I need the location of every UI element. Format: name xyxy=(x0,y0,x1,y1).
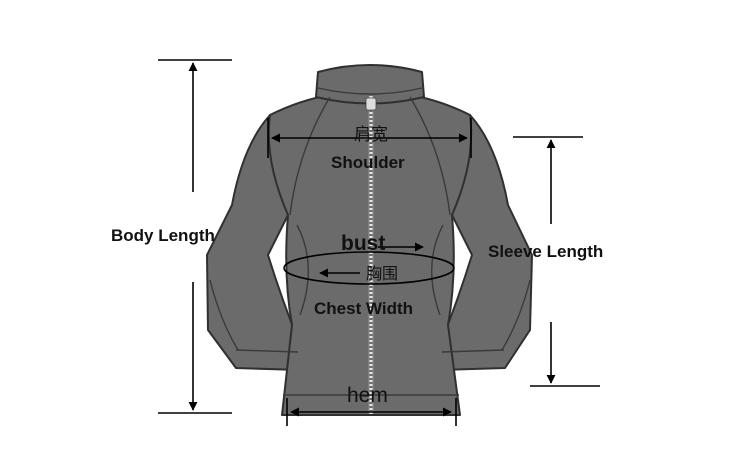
measurement-lines xyxy=(158,59,600,426)
hem-label: hem xyxy=(347,384,388,407)
jacket-illustration xyxy=(206,64,533,416)
shoulder-label: Shoulder xyxy=(331,153,405,172)
jacket-collar xyxy=(315,64,425,105)
shoulder-cn-label: 肩宽 xyxy=(354,125,388,145)
zipper-pull xyxy=(365,97,377,111)
sleeve-length-label: Sleeve Length xyxy=(488,242,604,261)
chest-width-label: Chest Width xyxy=(314,299,414,318)
chest-cn-label: 胸围 xyxy=(366,264,399,283)
body-length-label: Body Length xyxy=(111,226,215,245)
bust-ellipse xyxy=(283,251,455,285)
bust-label: bust xyxy=(341,232,386,255)
jacket-seams xyxy=(209,87,531,396)
